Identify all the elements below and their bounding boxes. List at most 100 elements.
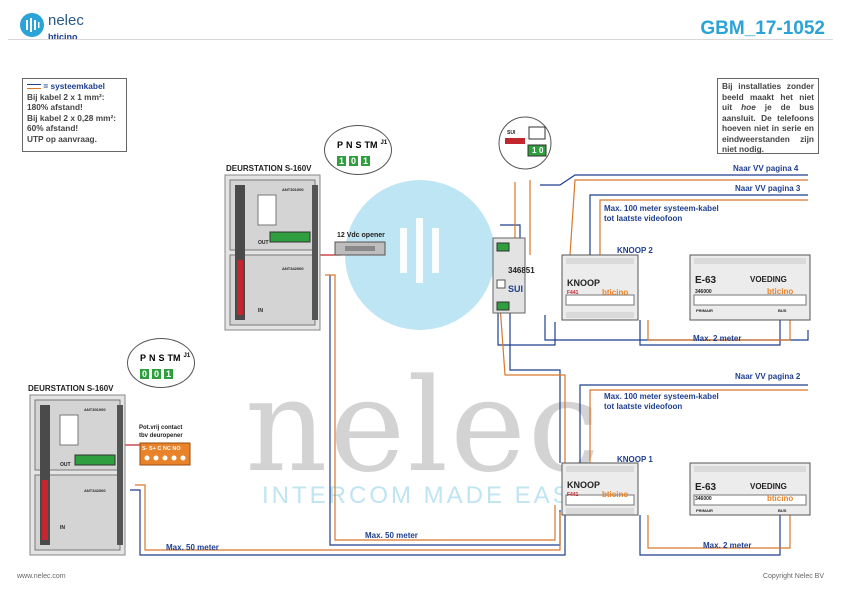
note-box: Bij installaties zonder beeld maakt het … bbox=[717, 78, 819, 154]
knoop-1-brand: bticino bbox=[602, 490, 629, 499]
annotation-max50-left: Max. 50 meter bbox=[166, 543, 219, 552]
term-label-p: P bbox=[337, 140, 344, 150]
bus-line-knoop1-voeding bbox=[639, 515, 781, 556]
annotation-naar-vv-3: Naar VV pagina 3 bbox=[735, 184, 801, 193]
voeding-top-code: 346000 bbox=[695, 289, 712, 295]
knoop-1-code: F441 bbox=[567, 492, 579, 498]
voeding-bottom-code: 346000 bbox=[695, 496, 712, 502]
door-station-bottom-in: IN bbox=[60, 525, 65, 531]
bus-line-max50-left bbox=[130, 489, 566, 556]
brand-sub: bticino bbox=[48, 32, 78, 42]
voeding-bottom-primair: PRIMAIR bbox=[696, 508, 713, 513]
voeding-bottom-model: E-63 bbox=[695, 482, 717, 493]
voeding-bottom-brand: bticino bbox=[767, 494, 794, 503]
relay-title-1: Pot.vrij contact bbox=[139, 425, 183, 431]
voeding-top-primair: PRIMAIR bbox=[696, 308, 713, 313]
term-value-3: 1 bbox=[164, 369, 174, 379]
bus-line-sui-knoop bbox=[509, 310, 561, 463]
door-station-top-in: IN bbox=[258, 308, 263, 314]
term-value-1: 0 bbox=[140, 369, 150, 379]
door-station-top-title: DEURSTATION S-160V bbox=[226, 164, 312, 173]
knoop-1-module bbox=[561, 462, 639, 516]
door-station-top bbox=[224, 174, 321, 331]
legend-box: = systeemkabel Bij kabel 2 x 1 mm²: 180%… bbox=[22, 78, 127, 152]
door-station-bottom-title: DEURSTATION S-160V bbox=[28, 384, 114, 393]
term-label-j2: J2 bbox=[390, 140, 391, 150]
annotation-max2-bottom: Max. 2 meter bbox=[703, 541, 752, 550]
knoop-2-brand: bticino bbox=[602, 288, 629, 297]
term-value-2: 0 bbox=[349, 156, 359, 166]
part-code-bottom-2: ANT342000 bbox=[84, 488, 106, 493]
bus-line-vv2 bbox=[579, 384, 808, 463]
sui-inset-label: SUI bbox=[507, 130, 516, 136]
voeding-top-model: E-63 bbox=[695, 275, 717, 286]
document-number: GBM_17-1052 bbox=[700, 18, 825, 39]
term-label-tm: TM bbox=[364, 140, 378, 150]
watermark-text: nelec bbox=[245, 352, 602, 501]
sui-module bbox=[492, 237, 526, 314]
annotation-max100-top: Max. 100 meter systeem-kabel tot laatste… bbox=[604, 204, 719, 223]
bus-line-vv3 bbox=[589, 194, 808, 255]
voeding-top-name: VOEDING bbox=[750, 275, 787, 284]
part-code-bottom-1: ANT301000 bbox=[84, 407, 106, 412]
cable-orange-5 bbox=[599, 199, 808, 255]
bus-line-max50-mid bbox=[329, 275, 561, 546]
note-text-before: Bij installaties zonder beeld maakt het … bbox=[722, 81, 814, 112]
annotation-max50-mid: Max. 50 meter bbox=[365, 531, 418, 540]
terminal-inset-bottom: P N S TM J1 J2 0 0 1 bbox=[127, 338, 195, 388]
logo-bars-icon bbox=[26, 18, 40, 32]
voeding-bottom-bus: BUS bbox=[778, 508, 787, 513]
cable-orange-4 bbox=[569, 179, 808, 256]
annotation-naar-vv-2: Naar VV pagina 2 bbox=[735, 372, 801, 381]
cable-orange-3 bbox=[499, 304, 566, 463]
watermark-subtext: INTERCOM MADE EASY bbox=[262, 482, 591, 509]
term-label-j2: J2 bbox=[193, 353, 194, 363]
bus-line-knoop2-in bbox=[497, 300, 556, 346]
voeding-top-bus: BUS bbox=[778, 308, 787, 313]
term-value-2: 0 bbox=[152, 369, 162, 379]
cable-orange-8 bbox=[647, 515, 791, 549]
relay-title-2: tbv deuropener bbox=[139, 433, 183, 439]
term-value-3: 1 bbox=[361, 156, 371, 166]
sui-inset-value-2: 0 bbox=[539, 146, 544, 155]
part-code-top-2: ANT342000 bbox=[282, 266, 304, 271]
knoop-2-label: KNOOP 2 bbox=[617, 246, 653, 255]
term-label-tm: TM bbox=[167, 353, 181, 363]
term-label-n: N bbox=[149, 353, 156, 363]
cable-orange-6 bbox=[589, 389, 808, 463]
knoop-1-label: KNOOP 1 bbox=[617, 455, 653, 464]
cable-orange-7 bbox=[647, 320, 791, 341]
annotation-max2-top: Max. 2 meter bbox=[693, 334, 742, 343]
term-label-p: P bbox=[140, 353, 147, 363]
cable-orange-9 bbox=[505, 182, 516, 246]
term-label-j1: J1 bbox=[183, 353, 191, 359]
knoop-2-module bbox=[561, 254, 639, 321]
annotation-naar-vv-4: Naar VV pagina 4 bbox=[733, 164, 799, 173]
legend-title-text: = systeemkabel bbox=[43, 81, 105, 91]
bus-line-vv4 bbox=[540, 174, 808, 186]
part-code-top-1: ANT301000 bbox=[282, 187, 304, 192]
legend-line-2: 180% afstand! bbox=[27, 102, 83, 112]
brand-name: nelec bbox=[48, 12, 84, 29]
knoop-1-name: KNOOP bbox=[567, 480, 601, 490]
voeding-top-brand: bticino bbox=[767, 287, 794, 296]
note-text-after: je de bus aansluit. De telefoons hoeven … bbox=[722, 102, 814, 154]
header-divider bbox=[8, 39, 833, 40]
nelec-logo bbox=[20, 13, 44, 37]
relay-terminals: S- S+ C NC NO bbox=[142, 446, 181, 452]
footer-copyright: Copyright Nelec BV bbox=[762, 573, 824, 580]
relay-module bbox=[139, 442, 191, 466]
knoop-2-code: F441 bbox=[567, 290, 579, 296]
watermark-bars-icon bbox=[400, 218, 439, 283]
sui-code: 346851 bbox=[508, 266, 535, 275]
term-label-j1: J1 bbox=[380, 140, 388, 146]
note-emphasis: hoe bbox=[741, 102, 756, 112]
cable-orange-1 bbox=[325, 274, 556, 541]
legend-line-4: 60% afstand! bbox=[27, 123, 79, 133]
door-station-top-out: OUT bbox=[258, 240, 269, 246]
sui-name: SUI bbox=[508, 284, 524, 294]
legend-line-3: Bij kabel 2 x 0,28 mm²: bbox=[27, 112, 117, 123]
cable-orange-2 bbox=[135, 484, 561, 551]
footer-website[interactable]: www.nelec.com bbox=[17, 573, 66, 580]
